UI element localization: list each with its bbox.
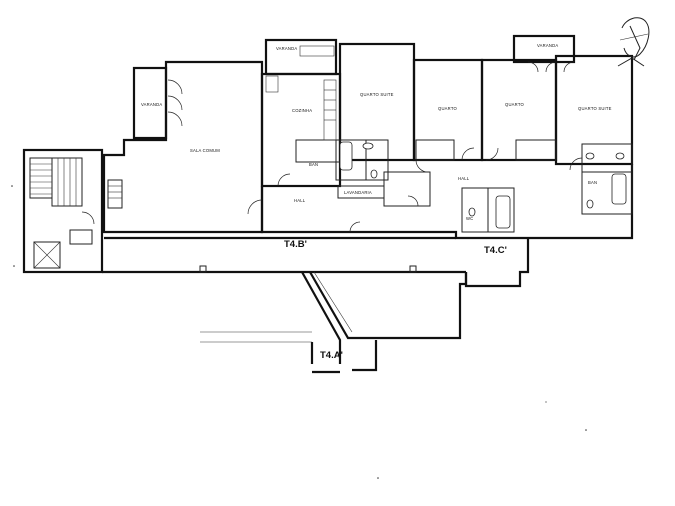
room-label-lavandaria: LAVANDARIA [344,190,372,195]
room-label-wc: WC [466,216,473,221]
unit-tag-t4b: T4.B' [284,239,307,250]
room-label-ban2: BAN [588,180,597,185]
apartment-walls [102,34,634,288]
unit-tags: T4.B' T4.C' T4.A' [284,239,507,361]
room-label-quarto-2: QUARTO [505,102,525,107]
room-label-quarto-1: QUARTO [438,106,458,111]
room-label-cozinha: COZINHA [292,108,312,113]
stair-core [22,148,104,274]
room-label-varanda-kitchen: VARANDA [276,46,297,51]
interior-partitions [107,45,633,233]
unit-tag-t4c: T4.C' [484,245,507,256]
room-label-hall-left: HALL [294,198,306,203]
room-label-quarto-suite-1: QUARTO SUITE [360,92,394,97]
room-label-varanda-left: VARANDA [141,102,162,107]
room-label-hall-right: HALL [458,176,470,181]
room-label-quarto-suite-2: QUARTO SUITE [578,106,612,111]
room-label-varanda-right: VARANDA [537,43,558,48]
unit-tag-t4a: T4.A' [320,350,343,361]
room-labels: VARANDA SALA COMUM VARANDA COZINHA QUART… [141,43,612,221]
room-label-sala-comum: SALA COMUM [190,148,220,153]
doors [167,61,583,233]
scan-specks [11,185,587,479]
lower-units [199,265,468,374]
room-label-ban: BAN [309,162,318,167]
north-arrow-icon [617,17,650,67]
